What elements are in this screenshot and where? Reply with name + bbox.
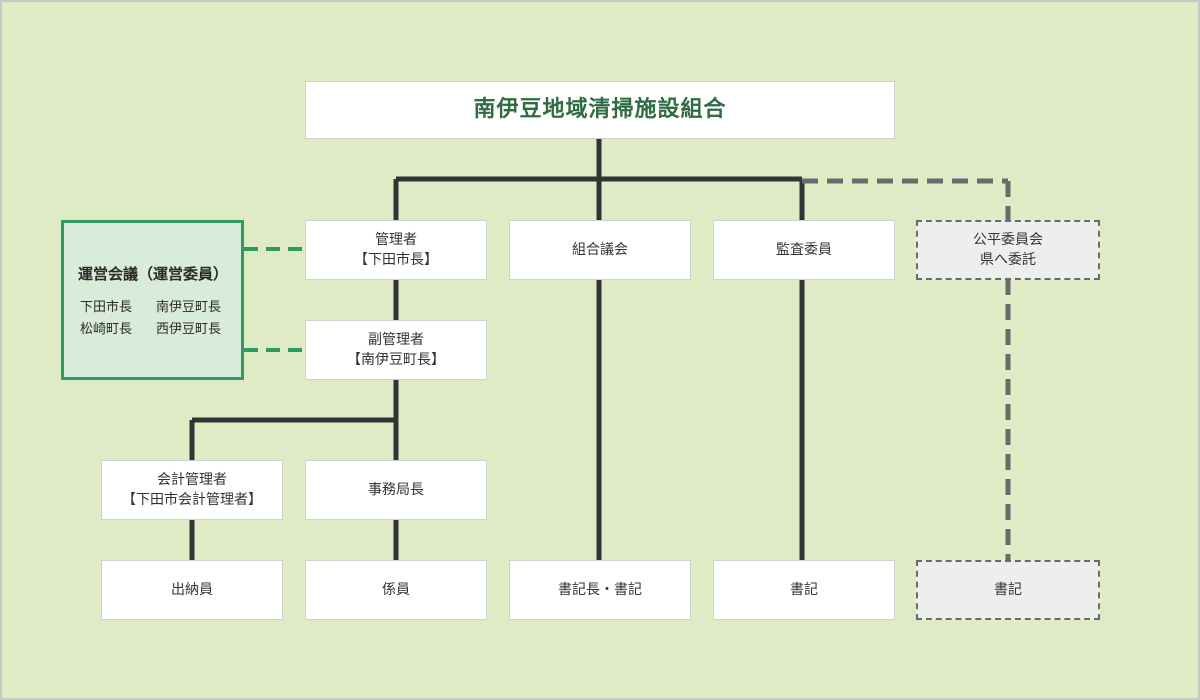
council-member: 西伊豆町長	[156, 322, 222, 337]
council-member: 南伊豆町長	[156, 300, 222, 315]
operations-council-box: 運営会議（運営委員） 下田市長 南伊豆町長 松崎町長 西伊豆町長	[61, 220, 244, 380]
accounting-manager-box: 会計管理者 【下田市会計管理者】	[101, 460, 283, 520]
council-member: 松崎町長	[80, 322, 133, 337]
assembly-box: 組合議会	[509, 220, 691, 280]
secretary-general-label: 事務局長	[368, 482, 424, 498]
accounting-title: 会計管理者	[157, 472, 227, 488]
assembly-label: 組合議会	[572, 242, 628, 258]
audit-clerk-label: 書記	[790, 582, 818, 598]
manager-title: 管理者	[375, 232, 417, 248]
council-title: 運営会議（運営委員）	[78, 265, 229, 283]
fairness-title: 公平委員会	[973, 232, 1043, 248]
vice-manager-box: 副管理者 【南伊豆町長】	[305, 320, 487, 380]
fairness-committee-box: 公平委員会 県へ委託	[916, 220, 1100, 280]
staff-label: 係員	[382, 582, 410, 598]
fairness-clerk-label: 書記	[994, 582, 1022, 598]
treasurer-box: 出納員	[101, 560, 283, 620]
secretary-general-box: 事務局長	[305, 460, 487, 520]
manager-box: 管理者 【下田市長】	[305, 220, 487, 280]
auditor-box: 監査委員	[713, 220, 895, 280]
accounting-holder: 【下田市会計管理者】	[122, 492, 262, 508]
org-root-box: 南伊豆地域清掃施設組合	[305, 81, 895, 139]
vice-manager-title: 副管理者	[368, 332, 424, 348]
org-root-label: 南伊豆地域清掃施設組合	[473, 97, 727, 122]
staff-box: 係員	[305, 560, 487, 620]
fairness-clerk-box: 書記	[916, 560, 1100, 620]
clerk-chief-label: 書記長・書記	[558, 582, 642, 598]
auditor-label: 監査委員	[776, 242, 832, 258]
audit-clerk-box: 書記	[713, 560, 895, 620]
council-member: 下田市長	[80, 300, 133, 315]
clerk-chief-box: 書記長・書記	[509, 560, 691, 620]
treasurer-label: 出納員	[171, 582, 213, 598]
vice-manager-holder: 【南伊豆町長】	[347, 352, 445, 368]
manager-holder: 【下田市長】	[354, 252, 438, 268]
fairness-note: 県へ委託	[980, 252, 1036, 268]
